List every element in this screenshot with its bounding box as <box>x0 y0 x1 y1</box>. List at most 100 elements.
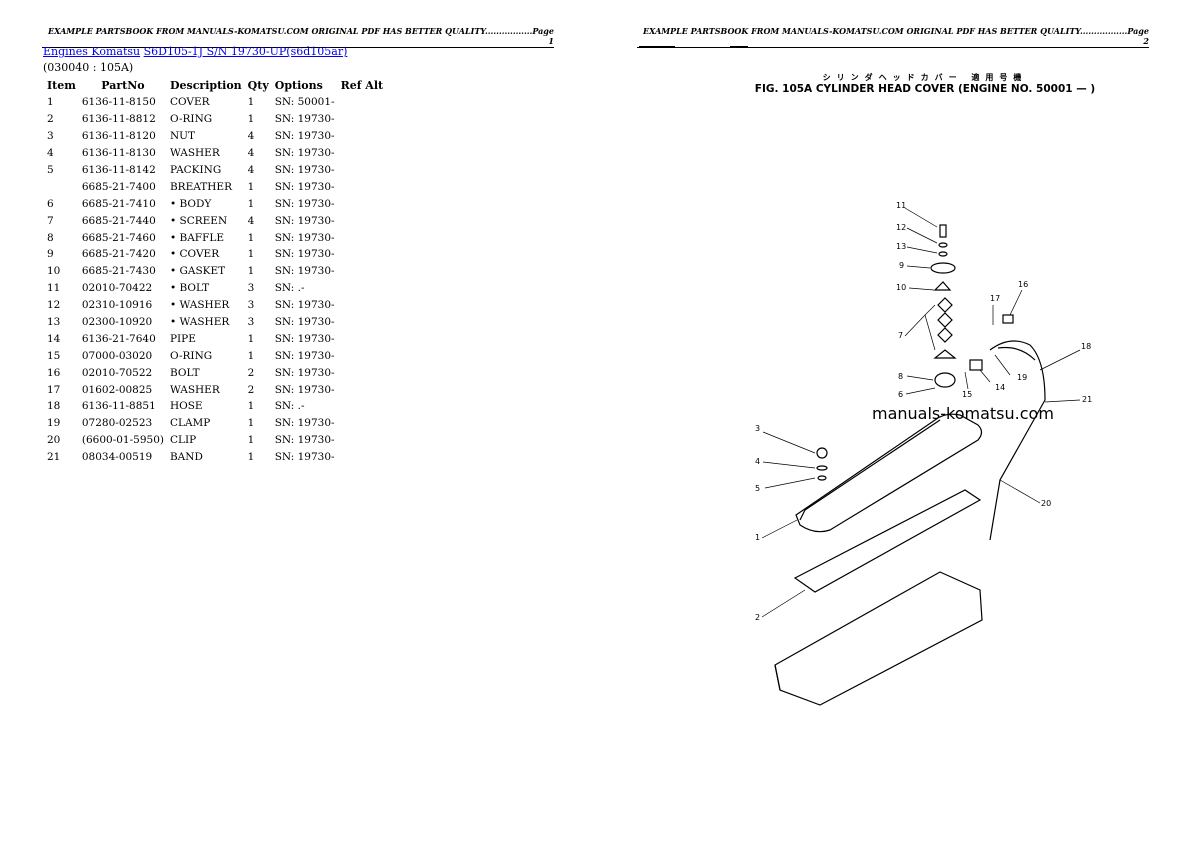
table-cell: 6136-11-8812 <box>81 113 156 126</box>
hose <box>969 314 1046 541</box>
table-cell: 6136-11-8130 <box>81 147 156 160</box>
divider <box>639 46 675 47</box>
table-cell: WASHER <box>169 147 220 160</box>
table-cell: • SCREEN <box>169 214 228 227</box>
cylinder-head <box>774 571 983 706</box>
table-cell: 8 <box>47 231 54 244</box>
table-cell: 1 <box>247 417 255 430</box>
table-cell: SN: 50001- <box>274 96 335 109</box>
table-cell: SN: 19730- <box>274 248 335 261</box>
table-cell: PIPE <box>169 332 196 345</box>
table-cell: • BODY <box>169 197 212 210</box>
watermark: manuals-komatsu.com <box>872 404 1054 423</box>
breadcrumb-link-engines[interactable]: Engines Komatsu <box>43 45 141 58</box>
table-cell: 12 <box>47 299 61 312</box>
column-header: Description <box>169 79 242 92</box>
table-cell: 1 <box>247 96 255 109</box>
table-cell: (6600-01-5950) <box>81 434 164 447</box>
table-cell: 6685-21-7410 <box>81 197 156 210</box>
callout-label: 7 <box>898 331 903 340</box>
table-cell: 1 <box>247 180 255 193</box>
table-cell: 1 <box>247 231 255 244</box>
table-row: 6685-21-7400 BREATHER 1 SN: 19730- <box>44 178 386 195</box>
table-cell: SN: 19730- <box>274 265 335 278</box>
callout-label: 10 <box>896 283 906 292</box>
callout-label: 8 <box>898 372 903 381</box>
table-cell: • WASHER <box>169 316 230 329</box>
breadcrumb: Engines Komatsu S6D105-1J S/N 19730-UP(s… <box>43 45 347 58</box>
table-cell: BREATHER <box>169 180 232 193</box>
table-cell: WASHER <box>169 383 220 396</box>
table-cell: 18 <box>47 400 61 413</box>
table-cell: SN: 19730- <box>274 299 335 312</box>
table-cell: • BAFFLE <box>169 231 225 244</box>
table-cell: SN: 19730- <box>274 231 335 244</box>
group-code: (030040 : 105A) <box>43 61 134 74</box>
table-cell: • COVER <box>169 248 220 261</box>
table-cell: SN: .- <box>274 282 305 295</box>
callout-label: 21 <box>1082 395 1092 404</box>
callout-label: 17 <box>990 294 1000 303</box>
table-cell: 10 <box>47 265 61 278</box>
column-header: Options <box>274 79 323 92</box>
table-cell: O-RING <box>169 113 213 126</box>
table-cell: 19 <box>47 417 61 430</box>
table-cell: 1 <box>247 113 255 126</box>
table-cell: 6685-21-7400 <box>81 180 156 193</box>
callout-label: 9 <box>899 261 904 270</box>
table-cell: • WASHER <box>169 299 230 312</box>
table-cell: SN: 19730- <box>274 332 335 345</box>
table-cell: 15 <box>47 349 61 362</box>
callout-label: 18 <box>1081 342 1091 351</box>
callout-label: 16 <box>1018 280 1028 289</box>
breadcrumb-link-model[interactable]: S6D105-1J S/N 19730-UP(s6d105ar) <box>143 45 348 58</box>
page-header-2: EXAMPLE PARTSBOOK FROM MANUALS-KOMATSU.C… <box>637 26 1149 48</box>
bolts-left <box>816 447 828 481</box>
table-cell: 1 <box>247 400 255 413</box>
table-cell: 1 <box>247 451 255 464</box>
callout-label: 15 <box>962 390 972 399</box>
table-cell: 1 <box>47 96 54 109</box>
table-cell: 4 <box>247 214 255 227</box>
table-cell: 6685-21-7420 <box>81 248 156 261</box>
table-cell: SN: 19730- <box>274 451 335 464</box>
divider <box>730 46 748 47</box>
callout-label: 3 <box>755 424 760 433</box>
table-cell: 3 <box>47 130 54 143</box>
table-cell: SN: 19730- <box>274 197 335 210</box>
table-cell: 17 <box>47 383 61 396</box>
table-cell: COVER <box>169 96 210 109</box>
table-cell: 1 <box>247 265 255 278</box>
table-cell: 16 <box>47 366 61 379</box>
table-cell: 3 <box>247 316 255 329</box>
figure-title-jp: シリンダヘッドカバー 適用号機 <box>822 73 1028 82</box>
table-cell: 2 <box>247 383 255 396</box>
table-cell: SN: 19730- <box>274 366 335 379</box>
table-cell: SN: 19730- <box>274 180 335 193</box>
table-cell: 6136-11-8120 <box>81 130 156 143</box>
table-cell: 6136-11-8142 <box>81 164 156 176</box>
table-cell: 02300-10920 <box>81 316 153 329</box>
table-cell: SN: 19730- <box>274 434 335 447</box>
table-cell: 01602-00825 <box>81 383 153 396</box>
table-cell: SN: 19730- <box>274 383 335 396</box>
table-cell: 6685-21-7460 <box>81 231 156 244</box>
table-cell: SN: 19730- <box>274 417 335 430</box>
table-cell: BAND <box>169 451 203 464</box>
table-cell: 20 <box>47 434 61 447</box>
